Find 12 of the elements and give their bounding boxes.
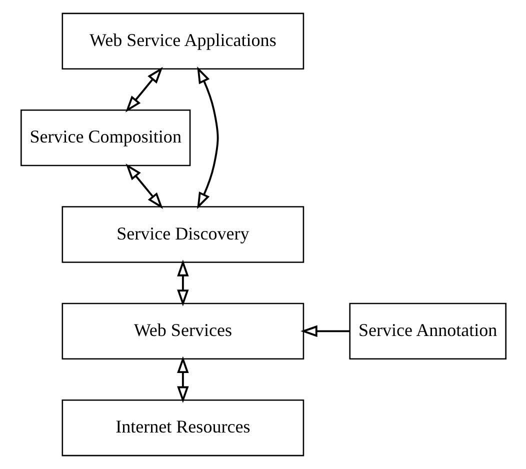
arrow [176,260,188,306]
node-box: Web Services [61,302,304,360]
arrow [124,66,162,112]
node-box: Service Annotation [348,302,506,360]
node-box: Service Discovery [61,206,304,263]
arrow [176,356,188,404]
arrow [125,164,163,210]
node-box: Internet Resources [61,400,304,456]
node-box: Web Service Applications [61,12,304,70]
arrow [196,66,218,210]
node-box: Service Composition [20,109,190,166]
arrow [300,325,350,338]
